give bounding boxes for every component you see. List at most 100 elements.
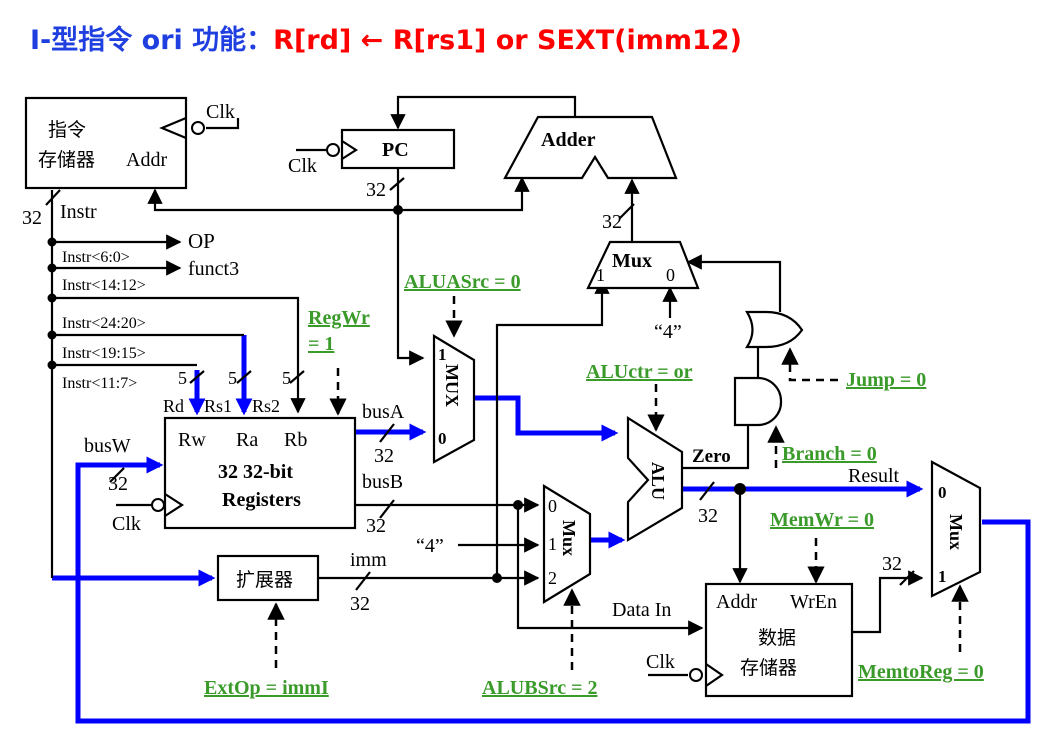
imm-width-label: 32 <box>350 593 370 615</box>
signal-extop: ExtOp = immI <box>204 677 329 699</box>
data-memory: Addr WrEn 数据 存储器 Clk Data In 32 <box>612 553 902 698</box>
signal-aluasrc: ALUASrc = 0 <box>404 271 521 293</box>
funct3-output-label: funct3 <box>188 258 239 280</box>
bmux-in0-label: 0 <box>548 496 557 516</box>
junction-dots <box>47 205 746 583</box>
alu-label: ALU <box>648 462 668 500</box>
or-gate <box>744 310 804 349</box>
pc-clock-bubble <box>326 143 340 157</box>
field-op: Instr<6:0> <box>62 249 130 266</box>
wires <box>50 95 924 677</box>
register-file: Rd Rs1 Rs2 Rw Ra Rb 32 32-bit Registers … <box>84 396 405 537</box>
pcmux-width-label: 32 <box>602 211 622 233</box>
bus-width-ticks <box>45 177 915 591</box>
rd-width-label: 5 <box>178 368 187 388</box>
bmux-in2-label: 2 <box>548 568 557 588</box>
busb-label: busB <box>362 471 403 493</box>
signal-jump: Jump = 0 <box>846 369 926 391</box>
instr-label: Instr <box>60 201 97 223</box>
signal-aluctr: ALUctr = or <box>586 361 693 383</box>
pcmux-label: Mux <box>612 250 652 272</box>
wbmux-in0-label: 0 <box>938 483 947 502</box>
adder-label: Adder <box>541 129 596 151</box>
imem-label-2: 存储器 <box>38 149 95 171</box>
pcmux-const4: “4” <box>654 321 682 343</box>
busa-width-label: 32 <box>374 445 394 467</box>
field-rd: Instr<11:7> <box>62 375 137 392</box>
dmem-label-1: 数据 <box>758 627 796 649</box>
field-rs2: Instr<24:20> <box>62 315 146 332</box>
amux-in1-label: 1 <box>438 345 447 364</box>
alu-b-mux: 0 1 2 Mux “4” <box>416 484 592 604</box>
control-signals: ALUASrc = 0 RegWr = 1 ALUctr = or Jump =… <box>204 271 984 699</box>
pc-clk-label: Clk <box>288 155 317 177</box>
regs-ra-label: Ra <box>236 429 258 451</box>
pcmux-in1-label: 1 <box>596 265 605 285</box>
regs-rb-label: Rb <box>284 429 307 451</box>
busa-label: busA <box>362 401 405 423</box>
pc-register: PC Clk 32 <box>288 128 456 201</box>
regs-rd-label: Rd <box>163 396 184 416</box>
datain-label: Data In <box>612 599 671 621</box>
extender-label: 扩展器 <box>236 569 293 591</box>
amux-label: MUX <box>442 364 462 407</box>
pc-label: PC <box>382 139 409 161</box>
alu-a-mux: 1 0 MUX <box>432 334 476 464</box>
wbmux-label: Mux <box>946 514 966 550</box>
bmux-const4: “4” <box>416 535 444 557</box>
dmem-wren-label: WrEn <box>790 591 837 613</box>
instruction-memory: 指令 存储器 Addr Clk 32 Instr <box>22 96 235 229</box>
rs1-width-label: 5 <box>228 368 237 388</box>
regs-clk-label: Clk <box>112 513 141 535</box>
signal-regwr: RegWr <box>308 307 370 329</box>
bmux-label: Mux <box>559 520 579 556</box>
regs-title-2: Registers <box>222 489 301 511</box>
dmem-clock-bubble <box>689 668 703 682</box>
title-function: R[rd] ← R[rs1] or SEXT(imm12) <box>273 25 742 56</box>
signal-branch: Branch = 0 <box>782 443 877 465</box>
pc-width-label: 32 <box>366 179 386 201</box>
busb-width-label: 32 <box>366 515 386 537</box>
imem-addr-label: Addr <box>126 149 167 171</box>
adder: Adder <box>503 115 678 180</box>
zero-label: Zero <box>692 446 731 467</box>
regs-rs1-label: Rs1 <box>204 396 232 416</box>
pcmux-in0-label: 0 <box>666 265 675 285</box>
dmem-addr-label: Addr <box>716 591 757 613</box>
op-output-label: OP <box>188 229 215 253</box>
signal-alubsrc: ALUBSrc = 2 <box>482 677 597 699</box>
busw-label: busW <box>84 435 131 457</box>
signal-memtoreg: MemtoReg = 0 <box>858 661 984 683</box>
wbmux-in1-label: 1 <box>938 567 947 586</box>
regs-clock-bubble <box>151 498 165 512</box>
field-funct3: Instr<14:12> <box>62 277 146 294</box>
imem-clock-bubble <box>191 121 205 135</box>
title-prefix: I-型指令 ori 功能： <box>30 25 274 56</box>
regs-rs2-label: Rs2 <box>252 396 280 416</box>
signal-memwr: MemWr = 0 <box>770 509 874 531</box>
regs-title-1: 32 32-bit <box>218 461 293 483</box>
alu-width-label: 32 <box>698 505 718 527</box>
result-label: Result <box>848 465 900 487</box>
imem-width-label: 32 <box>22 207 42 229</box>
rs2-width-label: 5 <box>282 368 291 388</box>
amux-in0-label: 0 <box>438 429 447 448</box>
dmem-width-label: 32 <box>882 553 902 575</box>
extender: 扩展器 imm 32 <box>216 549 387 615</box>
dmem-clk-label: Clk <box>646 651 675 673</box>
slide-title: I-型指令 ori 功能：R[rd] ← R[rs1] or SEXT(imm1… <box>30 18 742 57</box>
and-gate <box>733 376 783 427</box>
writeback-mux: 0 1 Mux <box>930 460 982 598</box>
imem-label-1: 指令 <box>48 119 86 141</box>
dmem-label-2: 存储器 <box>740 657 797 679</box>
busw-width-label: 32 <box>108 473 128 495</box>
alu: ALU Zero 32 Result <box>626 416 900 542</box>
imem-clk-label: Clk <box>206 101 235 123</box>
signal-regwr-value: = 1 <box>308 333 334 355</box>
imm-label: imm <box>350 549 387 571</box>
pc-mux: Mux 1 0 “4” 32 <box>586 211 700 343</box>
instruction-fields: Instr<6:0> OP Instr<14:12> funct3 Instr<… <box>62 229 291 392</box>
bmux-in1-label: 1 <box>548 534 557 554</box>
regs-rw-label: Rw <box>178 429 206 451</box>
